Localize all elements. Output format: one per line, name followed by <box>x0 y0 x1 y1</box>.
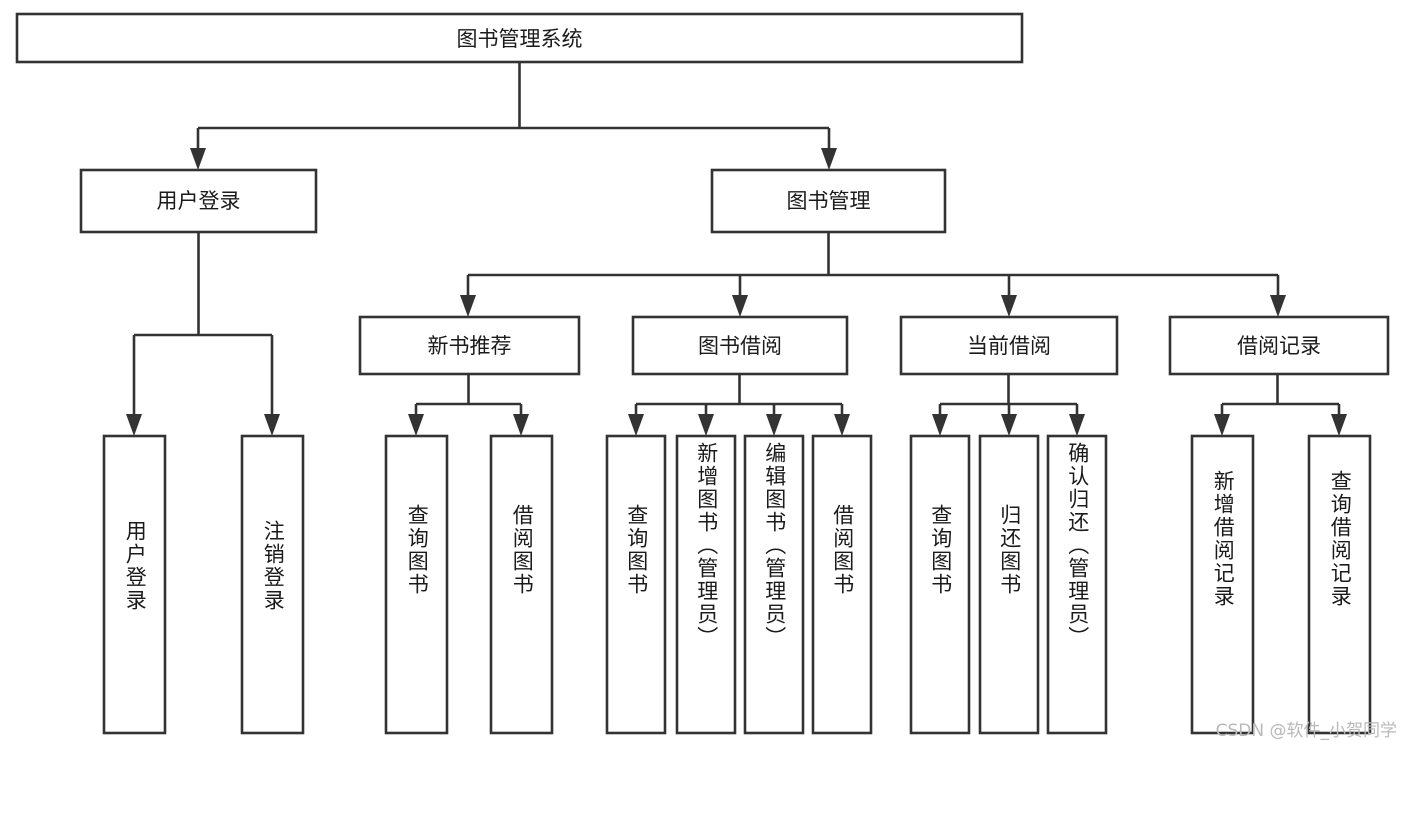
leaf-box-query-book-1[interactable] <box>384 434 449 735</box>
diagram-canvas: 图书管理系统 用户登录 图书管理 新书推荐 图书借阅 当前借阅 借阅记录 <box>15 12 1390 735</box>
leaf-box-query-record[interactable] <box>1307 434 1372 735</box>
leaf-box-query-book-2[interactable] <box>605 434 667 735</box>
arrow-head-icon <box>932 414 948 436</box>
node-user-login-label: 用户登录 <box>157 189 241 213</box>
leaf-box-logout-login[interactable] <box>240 434 305 735</box>
arrow-head-icon <box>766 414 782 436</box>
node-user-login-box[interactable] <box>79 168 318 234</box>
arrow-head-icon <box>1270 295 1286 317</box>
node-root[interactable]: 图书管理系统 <box>15 12 1024 64</box>
arrow-head-icon <box>834 414 850 436</box>
arrow-head-icon <box>264 414 280 436</box>
connector-bookmanage-to-level3 <box>460 232 1286 317</box>
node-book-borrow-label: 图书借阅 <box>698 334 782 358</box>
leaf-box-borrow-book-1[interactable] <box>489 434 554 735</box>
node-current-borrow-label: 当前借阅 <box>967 334 1051 358</box>
leaf-box-user-login[interactable] <box>102 434 167 735</box>
node-borrow-record[interactable]: 借阅记录 <box>1168 315 1390 376</box>
node-current-borrow-box[interactable] <box>899 315 1119 376</box>
arrow-head-icon <box>460 295 476 317</box>
diagram-root: 图书管理系统 用户登录 图书管理 新书推荐 图书借阅 当前借阅 借阅记录 <box>15 12 1397 741</box>
leaf-box-borrow-book-2[interactable] <box>811 434 873 735</box>
leaf-box-confirm-return[interactable] <box>1046 434 1108 735</box>
connector-userlogin-to-leaves <box>126 232 280 436</box>
connector-newbook-to-leaves <box>408 374 529 436</box>
arrow-head-icon <box>1331 414 1347 436</box>
arrow-head-icon <box>698 414 714 436</box>
node-borrow-record-box[interactable] <box>1168 315 1390 376</box>
node-root-box[interactable] <box>15 12 1024 64</box>
node-user-login[interactable]: 用户登录 <box>79 168 318 234</box>
node-new-book-recommend[interactable]: 新书推荐 <box>358 315 581 376</box>
arrow-head-icon <box>1069 414 1085 436</box>
node-borrow-record-label: 借阅记录 <box>1237 334 1321 358</box>
connector-borrowrecord-to-leaves <box>1214 374 1347 436</box>
leaf-box-edit-book[interactable] <box>743 434 805 735</box>
arrow-head-icon <box>1001 295 1017 317</box>
leaf-box-add-record[interactable] <box>1190 434 1255 735</box>
connector-root-to-level2 <box>190 62 837 170</box>
connector-bookborrow-to-leaves <box>628 374 850 436</box>
arrow-head-icon <box>1001 414 1017 436</box>
leaf-box-add-book[interactable] <box>675 434 737 735</box>
node-book-manage[interactable]: 图书管理 <box>710 168 947 234</box>
node-book-manage-label: 图书管理 <box>787 189 871 213</box>
leaf-box-return-book[interactable] <box>978 434 1040 735</box>
arrow-head-icon <box>821 148 837 170</box>
arrow-head-icon <box>628 414 644 436</box>
node-root-label: 图书管理系统 <box>457 27 583 51</box>
leaf-box-query-book-3[interactable] <box>909 434 971 735</box>
node-book-manage-box[interactable] <box>710 168 947 234</box>
arrow-head-icon <box>1214 414 1230 436</box>
arrow-head-icon <box>513 414 529 436</box>
arrow-head-icon <box>408 414 424 436</box>
connector-currentborrow-to-leaves <box>932 374 1085 436</box>
arrow-head-icon <box>190 148 206 170</box>
node-current-borrow[interactable]: 当前借阅 <box>899 315 1119 376</box>
arrow-head-icon <box>126 414 142 436</box>
node-new-book-recommend-label: 新书推荐 <box>428 334 512 358</box>
node-new-book-recommend-box[interactable] <box>358 315 581 376</box>
watermark: CSDN @软件_小贺同学 <box>1215 721 1397 741</box>
arrow-head-icon <box>732 295 748 317</box>
node-book-borrow[interactable]: 图书借阅 <box>631 315 849 376</box>
node-book-borrow-box[interactable] <box>631 315 849 376</box>
